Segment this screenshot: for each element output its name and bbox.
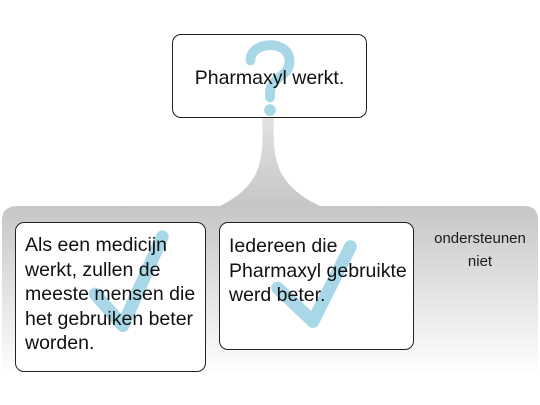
connector-stem — [220, 117, 320, 206]
reason-box-2[interactable]: Iedereen die Pharmaxyl gebruikte werd be… — [219, 222, 414, 350]
reason-box-1[interactable]: Als een medicijn werkt, zullen de meeste… — [15, 222, 206, 372]
check-mark-icon — [271, 240, 357, 328]
reason-2-text: Iedereen die Pharmaxyl gebruikte werd be… — [229, 235, 407, 306]
objections-label: ondersteunen niet — [434, 230, 526, 270]
question-mark-icon — [245, 40, 295, 117]
claim-box[interactable]: Pharmaxyl werkt. — [172, 34, 367, 118]
claim-text: Pharmaxyl werkt. — [194, 67, 345, 89]
reason-1-text: Als een medicijn werkt, zullen de meeste… — [25, 234, 196, 354]
check-mark-icon — [88, 230, 169, 333]
